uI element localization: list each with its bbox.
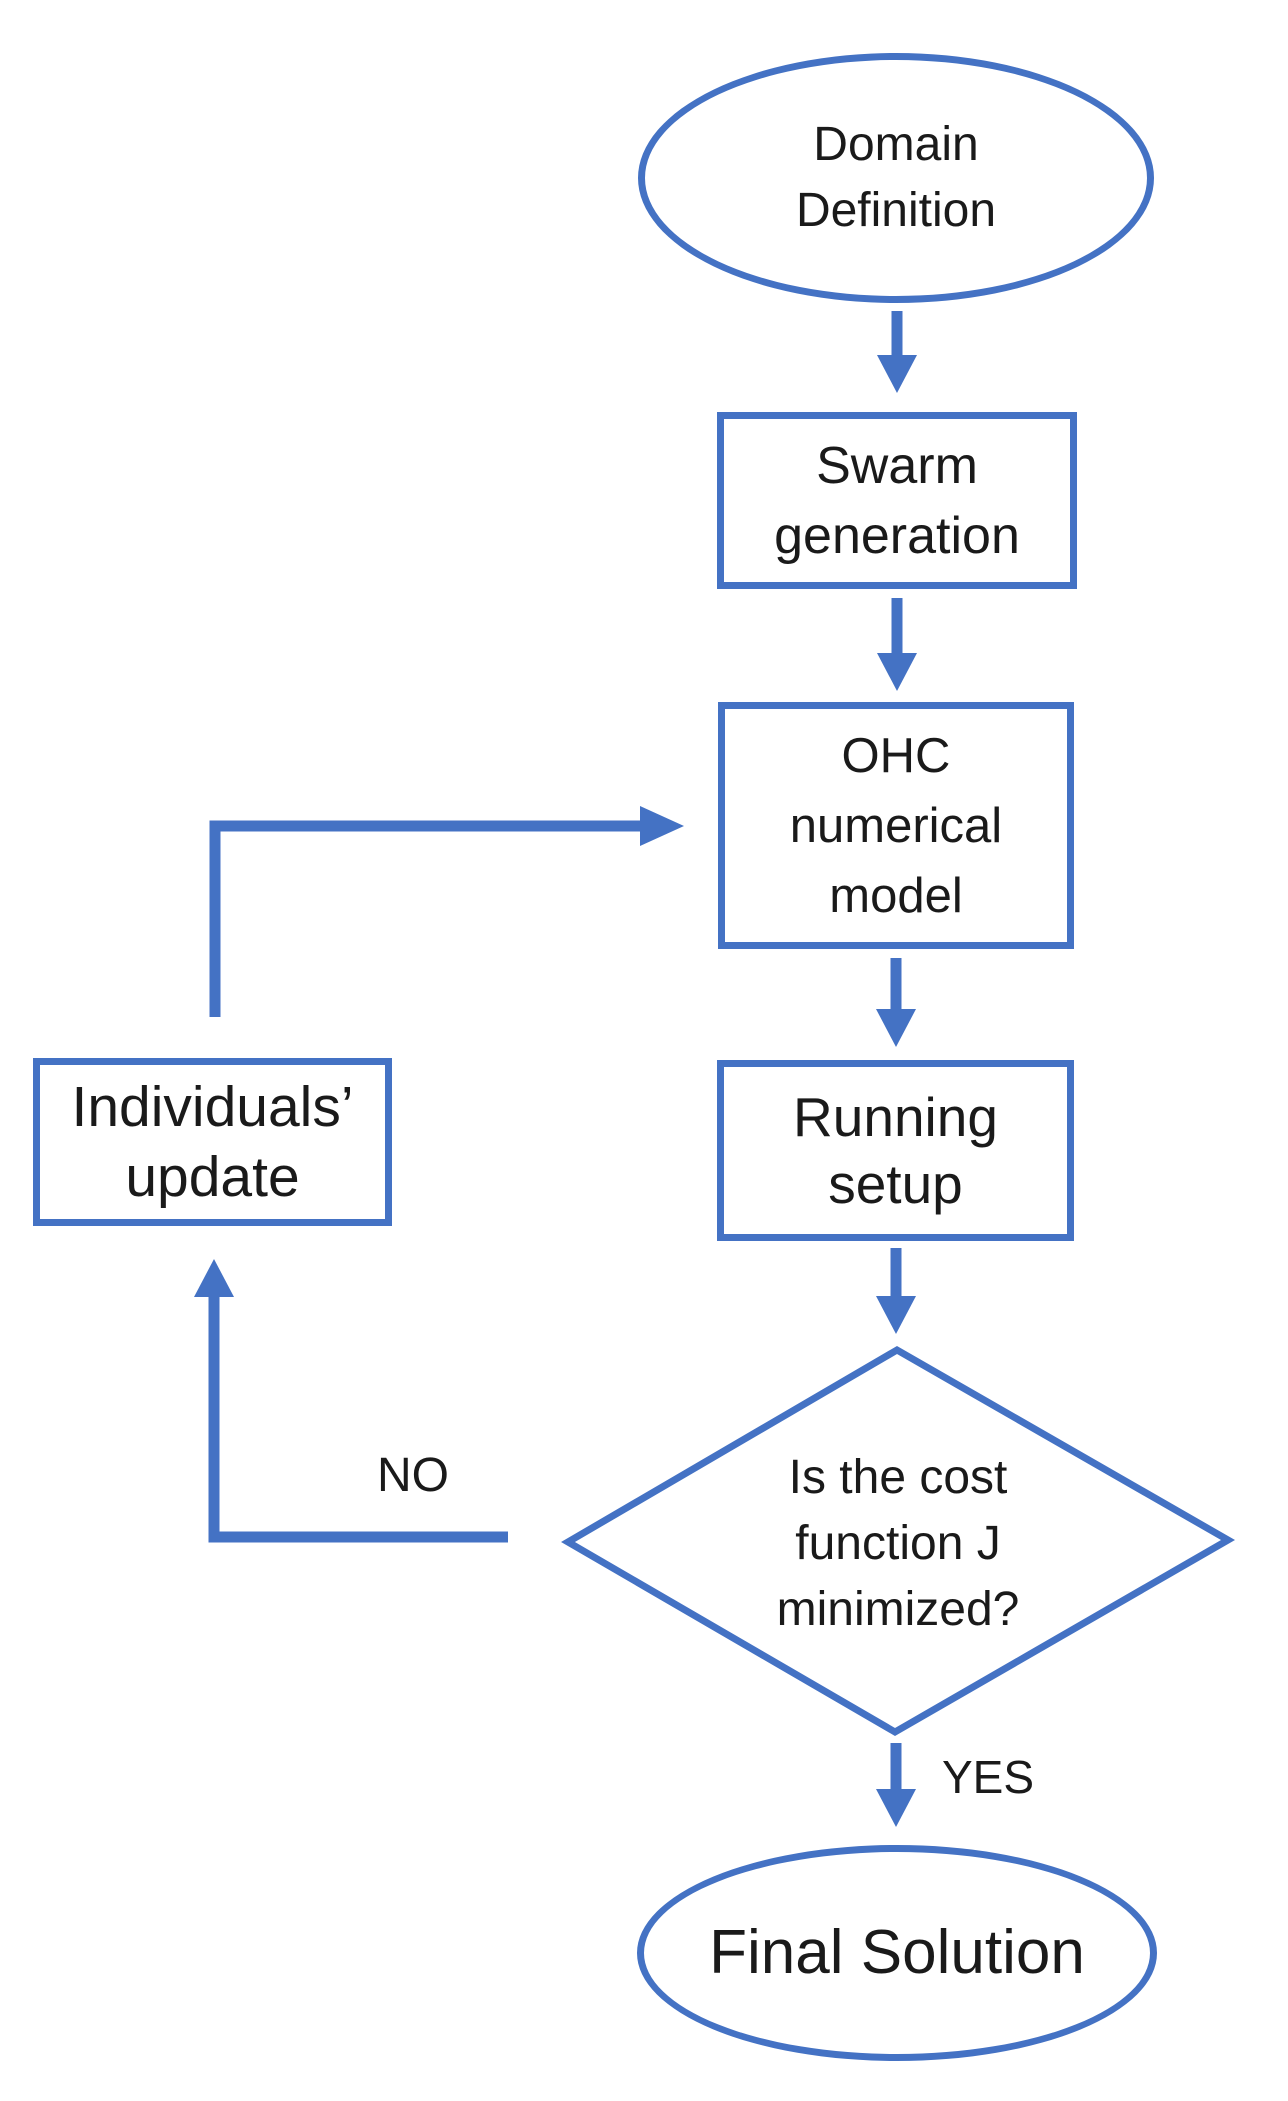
label-line: Definition (795, 184, 997, 237)
node-ohc-numerical-model: OHC numerical model (718, 702, 1074, 949)
arrow-domain-to-swarm (877, 311, 917, 393)
node-final-solution: Final Solution (637, 1845, 1157, 2061)
node-decision-cost-function-label: Is the cost function J minimized? (777, 1445, 1020, 1643)
node-decision-cost-function: Is the cost function J minimized? (658, 1434, 1138, 1654)
node-individuals-update-label: Individuals’ update (72, 1072, 354, 1212)
edge-label-no: NO (377, 1449, 449, 1502)
label-line: Individuals’ (71, 1075, 354, 1139)
arrow-decision-to-final (876, 1743, 916, 1827)
arrowhead-right-icon (640, 806, 684, 846)
label-line: numerical (789, 798, 1003, 853)
arrow-running-to-decision (876, 1248, 916, 1334)
arrow-individuals-to-ohc (209, 806, 684, 1017)
arrow-ohc-to-running (876, 958, 916, 1047)
label-line: function J (795, 1517, 1001, 1570)
arrowhead-down-icon (876, 1789, 916, 1827)
node-individuals-update: Individuals’ update (33, 1058, 392, 1226)
label-line: Domain (813, 118, 979, 171)
arrowhead-down-icon (876, 1296, 916, 1334)
label-line: OHC (841, 728, 951, 783)
label-line: generation (774, 506, 1020, 565)
label-line: setup (828, 1152, 963, 1215)
edge-label-yes: YES (941, 1751, 1035, 1803)
label-line: minimized? (776, 1583, 1020, 1636)
arrowhead-down-icon (877, 355, 917, 393)
arrowhead-up-icon (194, 1259, 234, 1297)
label-line: model (829, 868, 963, 923)
label-line: update (125, 1145, 300, 1209)
node-running-setup: Running setup (717, 1060, 1074, 1241)
label-line: Swarm (816, 436, 978, 495)
arrowhead-down-icon (877, 653, 917, 691)
decision-diamond-shape (561, 1345, 1236, 1737)
arrow-swarm-to-ohc (877, 598, 917, 691)
arrowhead-down-icon (876, 1009, 916, 1047)
node-domain-definition-label: Domain Definition (796, 112, 996, 244)
arrow-decision-to-individuals (194, 1259, 508, 1543)
label-line: Is the cost (788, 1451, 1008, 1504)
label-line: Running (793, 1085, 998, 1148)
node-ohc-numerical-model-label: OHC numerical model (790, 721, 1002, 931)
node-swarm-generation: Swarm generation (717, 412, 1077, 589)
node-swarm-generation-label: Swarm generation (774, 431, 1020, 571)
label-line: Final Solution (709, 1918, 1085, 1987)
node-final-solution-label: Final Solution (709, 1918, 1085, 1988)
node-domain-definition: Domain Definition (638, 53, 1154, 303)
node-running-setup-label: Running setup (793, 1084, 998, 1218)
